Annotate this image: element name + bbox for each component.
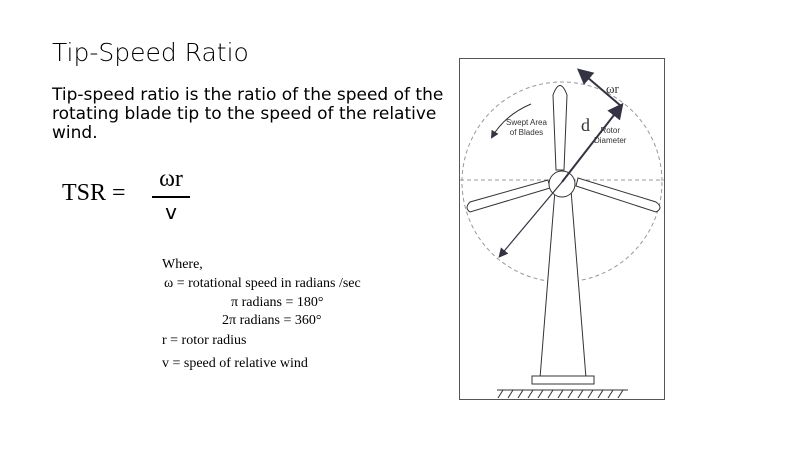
rotor-label-2: Diameter [594,136,627,145]
formula-denominator: v [165,200,177,224]
blade-right [575,177,661,213]
blade-top [552,85,568,171]
slide-title: Tip-Speed Ratio [52,38,249,67]
where-heading: Where, [162,257,203,272]
tower [539,189,587,379]
v-definition: v = speed of relative wind [162,356,308,371]
tip-speed-arrow [576,68,622,107]
r-definition: r = rotor radius [162,333,247,348]
omega-definition: ω = rotational speed in radians /sec [164,276,361,291]
description: Tip-speed ratio is the ratio of the spee… [52,85,444,143]
omega-r-label: ωr [606,81,619,96]
swept-label-2: of Blades [509,128,544,137]
pi-definition: π radians = 180° [231,295,324,310]
rotor-diameter-arrow [561,102,624,183]
blade-left [466,179,551,213]
formula-lhs: TSR = [62,180,126,206]
turbine-drawing [460,68,664,399]
swept-label-1: Swept Area [506,118,547,127]
formula-numerator: ωr [159,166,183,192]
two-pi-definition: 2π radians = 360° [222,313,322,328]
rotation-arrow [490,103,532,139]
rotor-label-1: Rotor [600,126,620,135]
fraction-bar [152,196,190,198]
d-label: d [581,115,590,135]
wind-turbine-diagram: Swept Area of Blades d Rotor Diameter ωr [459,58,665,400]
